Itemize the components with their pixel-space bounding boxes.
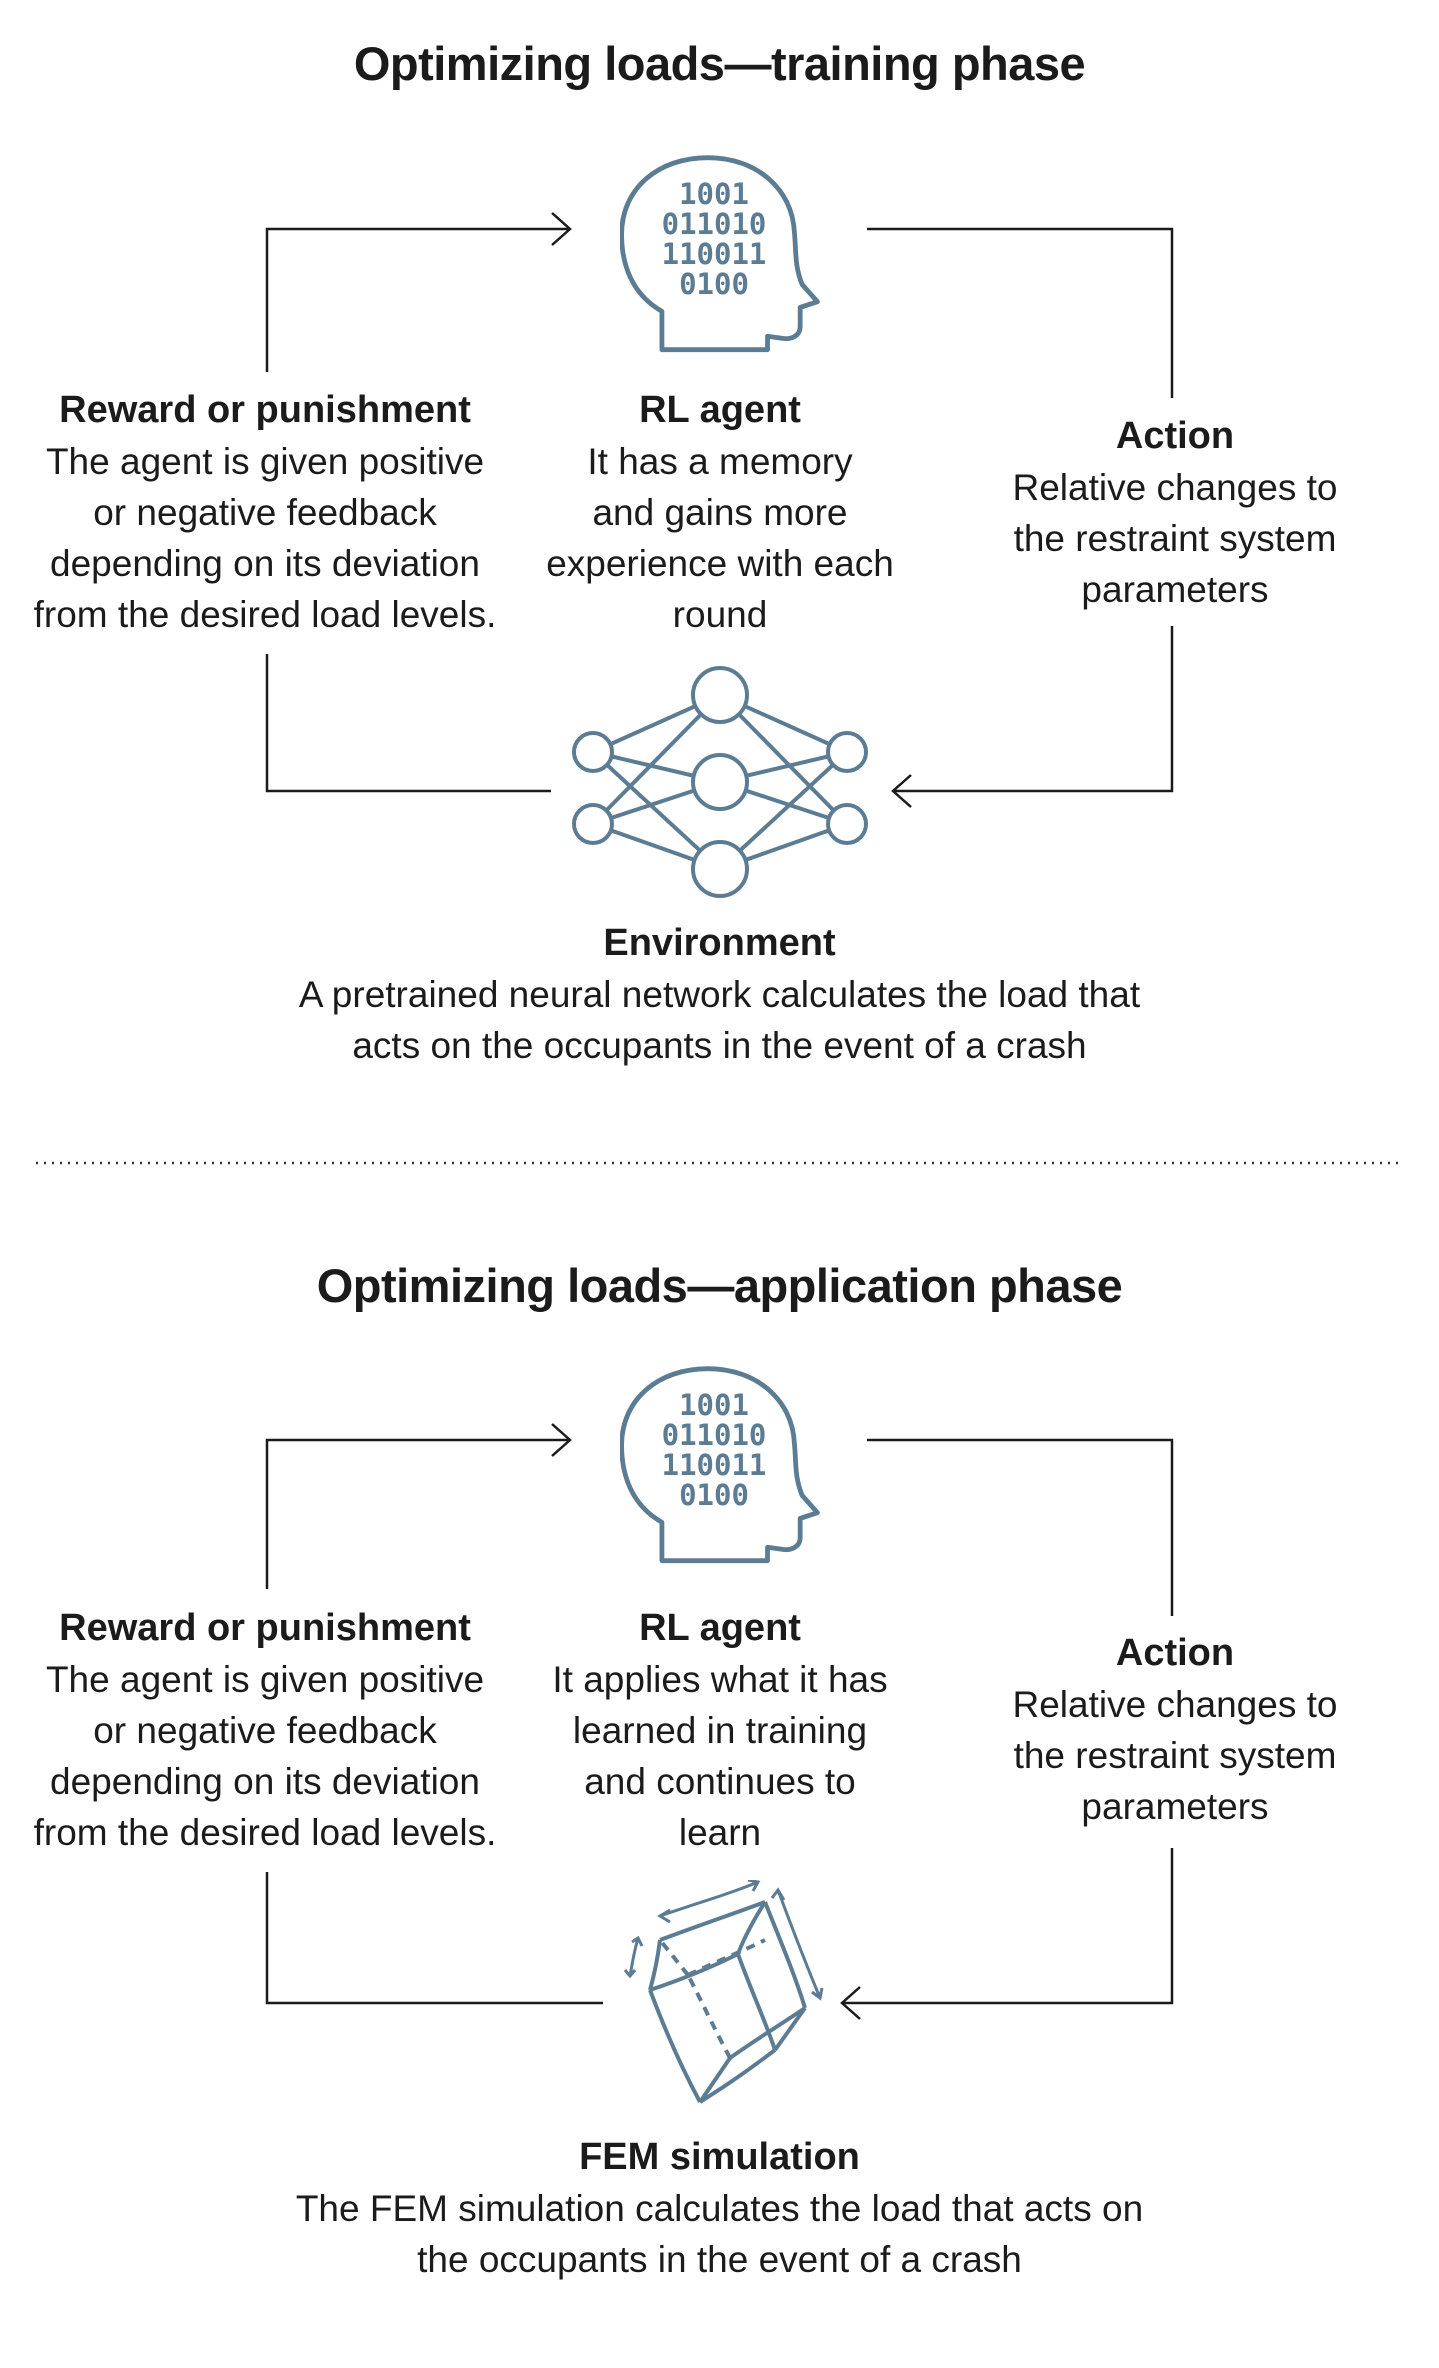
training-phase-title: Optimizing loads—training phase [353,37,1086,90]
training-agent-block: RL agent It has a memory and gains more … [530,385,910,640]
application-reward-title: Reward or punishment [59,1607,471,1649]
application-line-fem-to-reward [265,1872,603,2005]
training-arrowhead-agent [551,212,572,246]
training-environment-line: acts on the occupants in the event of a … [352,1025,1087,1066]
binary-line-3: 110011 [662,237,767,271]
training-arrowhead-environment [891,774,912,808]
application-agent-line: and continues to [584,1761,856,1802]
application-reward-line: The agent is given positive [45,1659,485,1700]
head-with-binary-icon: 1001 011010 110011 0100 [620,155,820,353]
training-agent-line: It has a memory [587,441,853,482]
application-reward-line: from the desired load levels. [33,1812,497,1853]
application-reward-block: Reward or punishment The agent is given … [10,1603,520,1858]
training-action-line: the restraint system [1013,518,1337,559]
application-action-line: Relative changes to [1012,1684,1338,1725]
binary-line-2: 011010 [662,207,767,241]
binary-line-2: 011010 [662,1418,767,1452]
application-action-block: Action Relative changes to the restraint… [980,1628,1370,1832]
binary-line-1: 1001 [679,177,749,211]
application-action-line: the restraint system [1013,1735,1337,1776]
training-agent-line: experience with each [546,543,894,584]
application-agent-block: RL agent It applies what it has learned … [530,1603,910,1858]
binary-line-3: 110011 [662,1448,767,1482]
application-agent-line: learn [678,1812,762,1853]
application-fem-title: FEM simulation [579,2136,860,2178]
training-agent-line: round [672,594,768,635]
application-reward-line: or negative feedback [93,1710,437,1751]
training-reward-line: or negative feedback [93,492,437,533]
application-fem-line: the occupants in the event of a crash [417,2239,1022,2280]
binary-line-4: 0100 [679,267,749,301]
training-line-agent-to-action [867,227,1174,398]
training-reward-line: depending on its deviation [50,543,480,584]
training-environment-line: A pretrained neural network calculates t… [298,974,1141,1015]
head-with-binary-icon: 1001 011010 110011 0100 [620,1366,820,1564]
application-fem-line: The FEM simulation calculates the load t… [295,2188,1144,2229]
application-reward-line: depending on its deviation [50,1761,480,1802]
application-action-line: parameters [1081,1786,1269,1827]
application-arrow-reward-to-agent [265,1438,568,1589]
application-agent-line: learned in training [572,1710,868,1751]
training-reward-title: Reward or punishment [59,389,471,431]
training-environment-block: Environment A pretrained neural network … [0,918,1439,1071]
neural-network-icon [572,666,868,898]
training-environment-title: Environment [603,922,836,964]
training-arrow-action-to-environment [893,626,1174,793]
binary-line-4: 0100 [679,1478,749,1512]
application-phase-title: Optimizing loads—application phase [316,1259,1123,1312]
training-line-environment-to-reward [265,654,551,793]
training-agent-title: RL agent [639,389,801,431]
application-fem-block: FEM simulation The FEM simulation calcul… [0,2132,1439,2285]
application-arrowhead-fem [840,1986,861,2020]
training-reward-line: The agent is given positive [45,441,485,482]
training-action-line: parameters [1081,569,1269,610]
training-arrow-reward-to-agent [265,227,568,372]
training-reward-block: Reward or punishment The agent is given … [10,385,520,640]
application-action-title: Action [1115,1632,1235,1674]
application-arrow-action-to-fem [842,1848,1174,2005]
training-action-title: Action [1115,415,1235,457]
training-agent-line: and gains more [592,492,848,533]
binary-line-1: 1001 [679,1388,749,1422]
application-agent-line: It applies what it has [552,1659,888,1700]
deformed-cube-icon [623,1880,824,2104]
application-line-agent-to-action [867,1438,1174,1616]
application-agent-title: RL agent [639,1607,801,1649]
training-reward-line: from the desired load levels. [33,594,497,635]
training-action-line: Relative changes to [1012,467,1338,508]
training-action-block: Action Relative changes to the restraint… [980,411,1370,615]
application-arrowhead-agent [551,1423,572,1457]
